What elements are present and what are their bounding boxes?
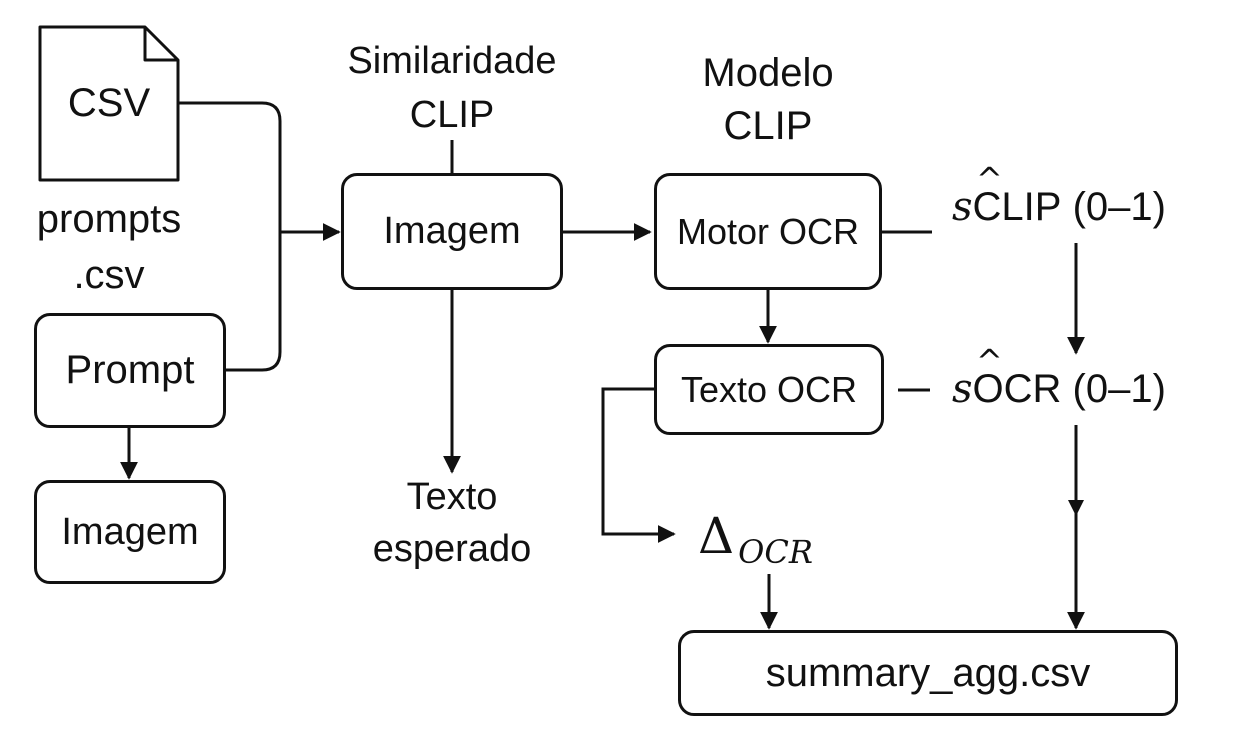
s-clip-variable: s: [952, 184, 973, 230]
imagem-left-label: Imagem: [61, 510, 199, 553]
prompt-box: Prompt: [34, 313, 226, 428]
texto-esperado-line1: Texto: [406, 476, 498, 518]
modelo-label-line1: Modelo: [702, 51, 834, 95]
texto-esperado-line2: esperado: [372, 528, 532, 570]
texto-ocr-to-delta-arrow: [601, 387, 676, 543]
s-ocr-name: OCR: [972, 367, 1062, 411]
imagem-center-label: Imagem: [383, 210, 521, 252]
summary-agg-label: summary_agg.csv: [765, 650, 1091, 695]
s-ocr-expression: sOCR (0–1): [952, 366, 1166, 412]
csv-connector: [178, 101, 282, 372]
csv-file-label: CSV: [67, 81, 151, 125]
s-clip-expression: sCLIP (0–1): [952, 184, 1166, 230]
s-clip-name: CLIP: [972, 185, 1062, 229]
s-clip-hat: ^: [976, 160, 1003, 198]
delta-subscript: OCR: [738, 533, 813, 571]
similaridade-label-line1: Similaridade: [347, 40, 557, 82]
s-ocr-variable: s: [952, 366, 973, 412]
s-ocr-range: (0–1): [1072, 367, 1166, 411]
similaridade-label-line2: CLIP: [409, 94, 495, 136]
imagem-center-box: Imagem: [341, 173, 563, 290]
s-ocr-hat: ^: [976, 342, 1003, 380]
summary-agg-box: summary_agg.csv: [678, 630, 1178, 716]
s-clip-range: (0–1): [1072, 185, 1166, 229]
prompts-csv-caption-line1: prompts: [36, 197, 182, 241]
csv-file-fold: [143, 27, 178, 62]
socr-mid-arrowhead: [1068, 500, 1084, 516]
csv-file-icon: [38, 25, 180, 182]
motor-ocr-box: Motor OCR: [654, 173, 882, 290]
modelo-label-line2: CLIP: [723, 104, 813, 148]
motor-ocr-label: Motor OCR: [676, 210, 860, 252]
texto-ocr-label: Texto OCR: [680, 368, 858, 410]
prompts-csv-caption-line2: .csv: [73, 253, 145, 297]
delta-symbol: Δ: [698, 507, 735, 565]
texto-ocr-box: Texto OCR: [654, 344, 884, 435]
prompt-label: Prompt: [65, 348, 195, 392]
imagem-left-box: Imagem: [34, 480, 226, 584]
